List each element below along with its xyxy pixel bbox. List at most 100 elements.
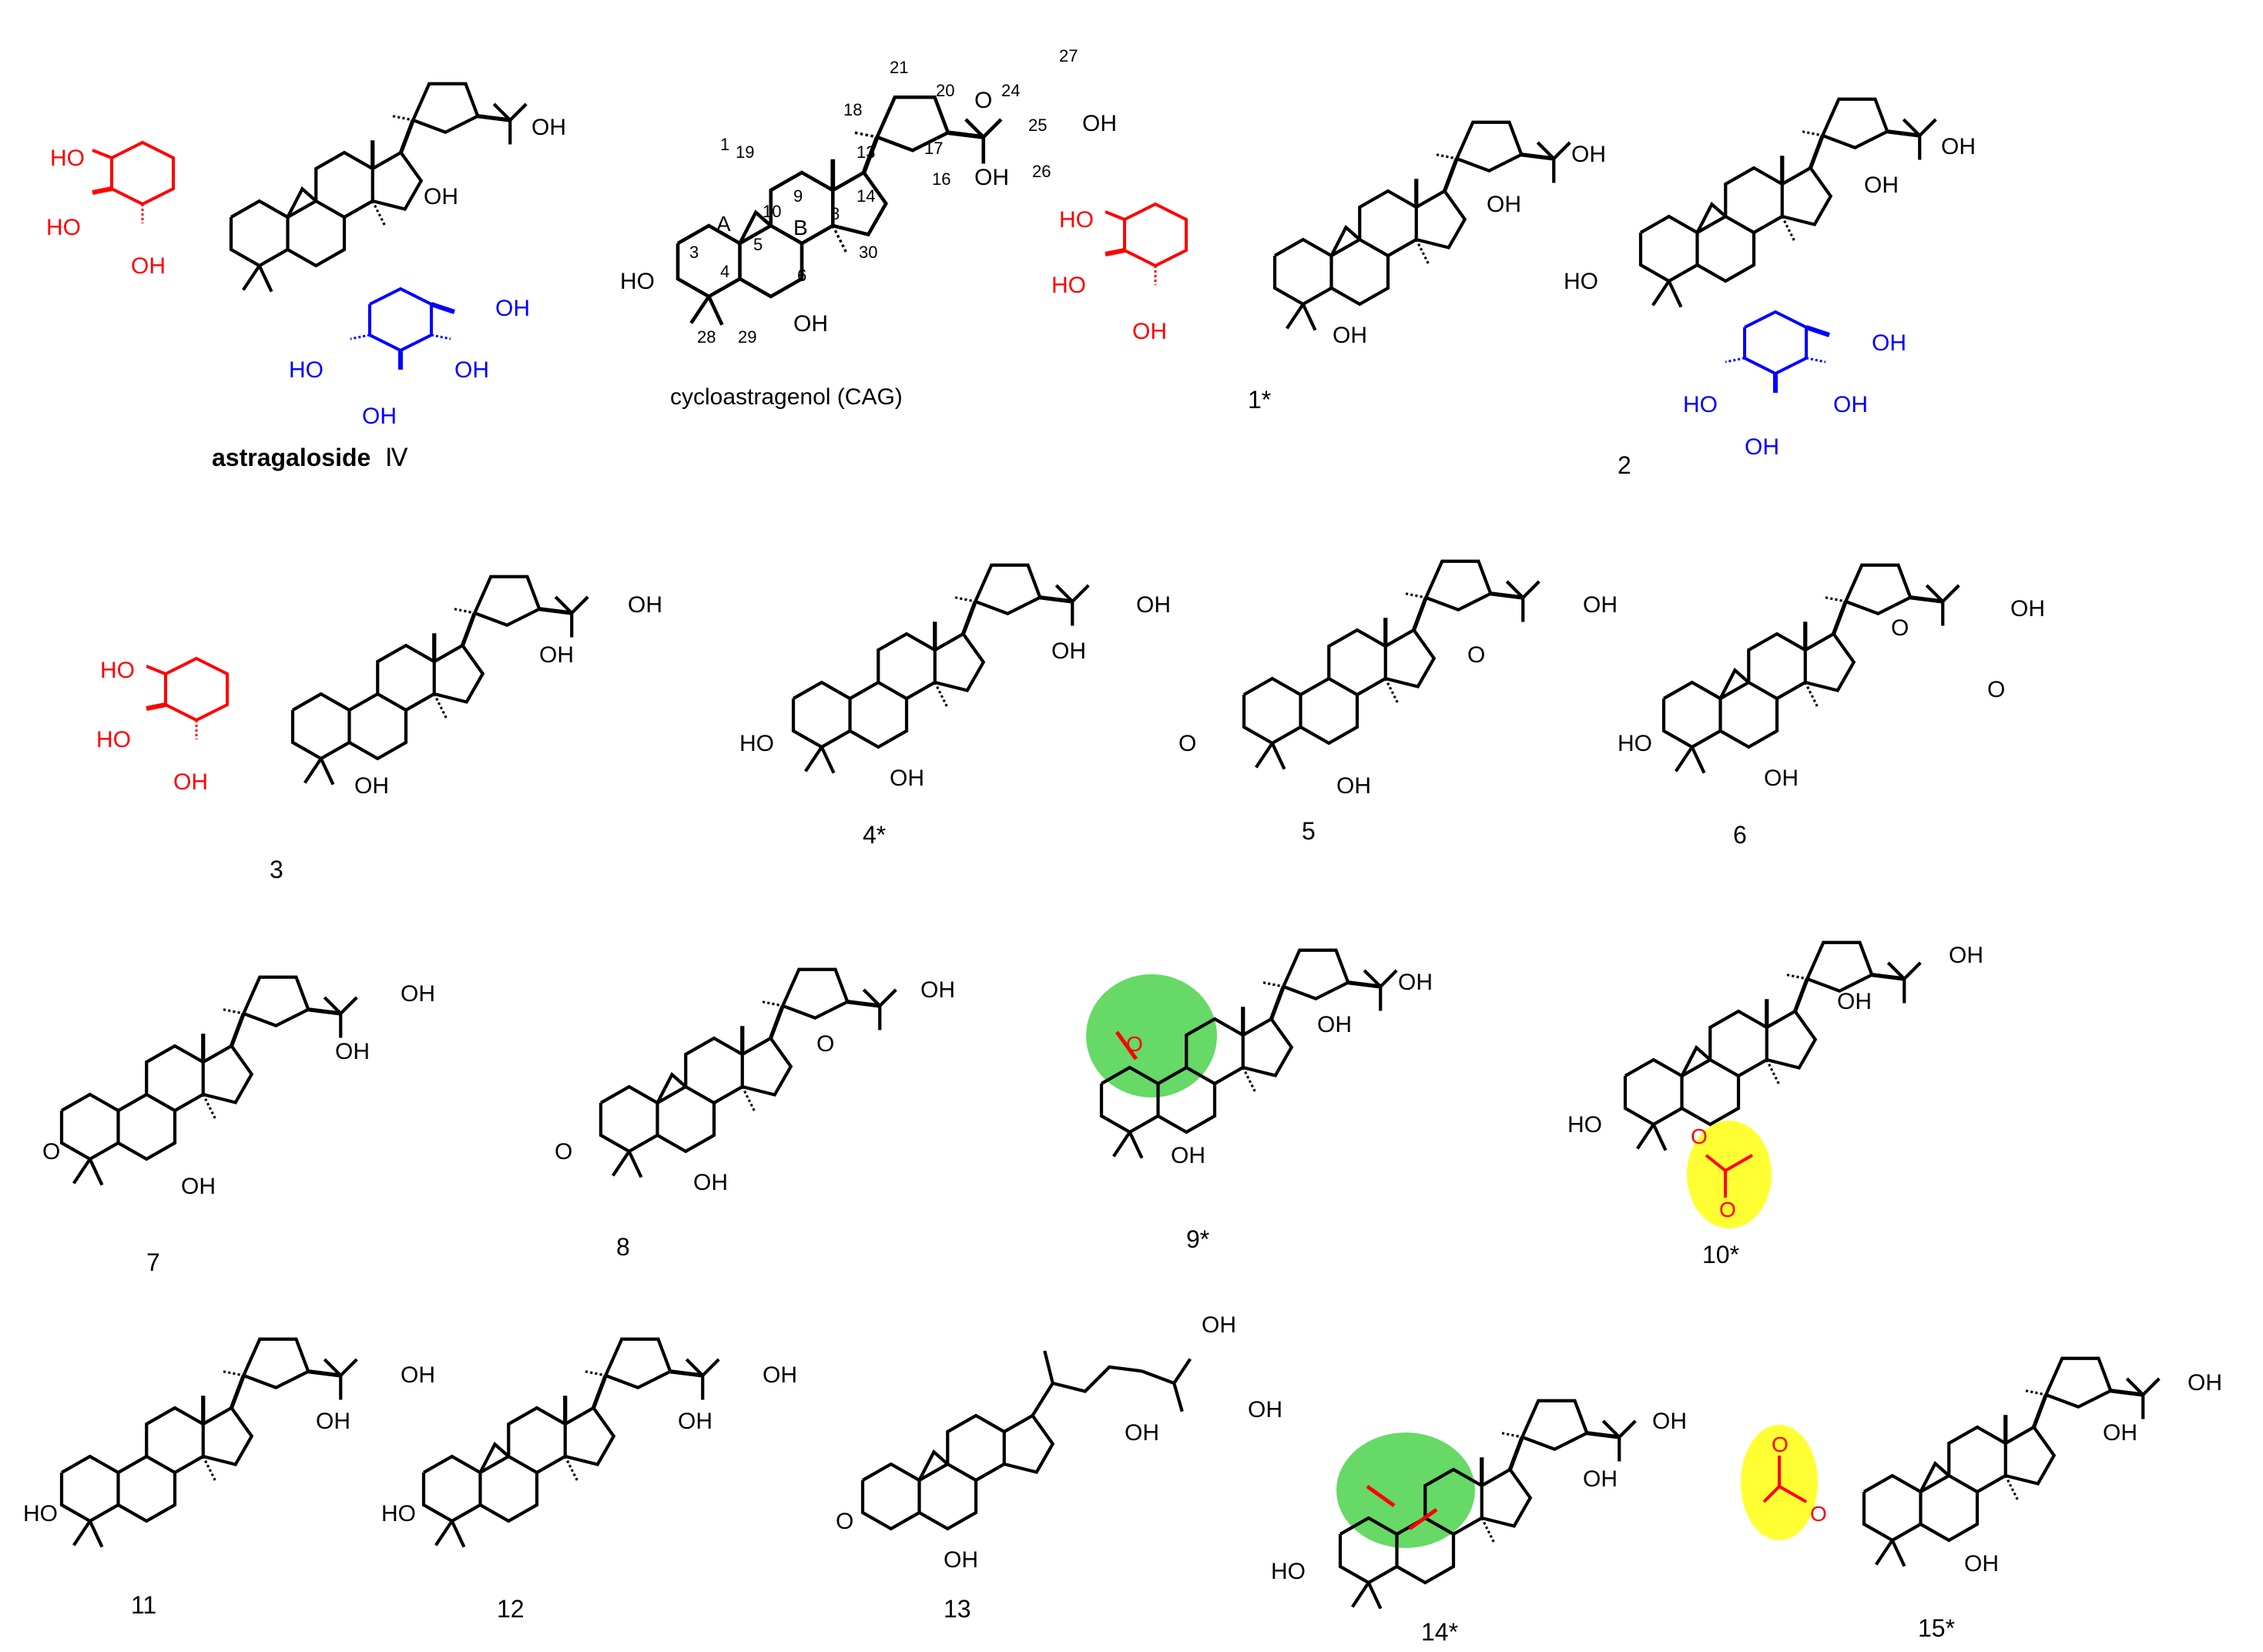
astragaloside-xylose — [92, 142, 173, 223]
structure-5 — [1244, 561, 1539, 769]
structure-4 — [793, 565, 1088, 773]
cag-n30: 30 — [859, 243, 877, 262]
label-9: 9* — [1186, 1225, 1209, 1253]
atom-oh: OH — [2188, 1370, 2222, 1396]
atom-oh: OH — [495, 296, 530, 321]
label-astragaloside-suffix: Ⅳ — [385, 444, 408, 471]
label-12: 12 — [497, 1595, 525, 1623]
atom-oh: OH — [920, 977, 955, 1003]
atom-oh: OH — [1333, 323, 1367, 348]
structure-3 — [293, 577, 588, 785]
cag-n14: 14 — [857, 186, 875, 206]
atom-oh: OH — [354, 773, 389, 799]
cag-n6: 6 — [797, 266, 806, 285]
yellow-highlight — [1687, 1121, 1772, 1228]
atom-ho: HO — [46, 215, 81, 240]
atom-oh: OH — [2103, 1420, 2137, 1446]
epoxide-bond — [1115, 1030, 1138, 1061]
atom-oh: OH — [131, 253, 166, 279]
atom-ho: HO — [289, 357, 324, 383]
cag-n9: 9 — [793, 186, 803, 206]
green-highlight — [1086, 974, 1217, 1097]
atom-ho: HO — [23, 1501, 58, 1526]
atom-o: O — [1719, 1198, 1736, 1221]
atom-o: O — [1891, 615, 1909, 641]
cag-ring-a: A — [716, 212, 731, 236]
atom-oh: OH — [1583, 1466, 1618, 1492]
cag-n25: 25 — [1028, 116, 1047, 135]
atom-oh: OH — [1136, 592, 1171, 618]
atom-ho: HO — [96, 727, 131, 752]
cag-n29: 29 — [738, 327, 756, 347]
structure-10 — [1625, 943, 1920, 1151]
label-13: 13 — [944, 1595, 971, 1623]
atom-oh: OH — [335, 1039, 370, 1064]
diene-bond — [1366, 1484, 1396, 1508]
atom-o: O — [42, 1139, 60, 1164]
atom-o: O — [1772, 1433, 1789, 1456]
atom-oh: OH — [974, 165, 1009, 190]
label-10: 10* — [1702, 1241, 1739, 1268]
atom-oh: OH — [693, 1170, 728, 1195]
cag-n8: 8 — [830, 204, 840, 223]
atom-oh: OH — [1132, 319, 1167, 344]
atom-o: O — [1467, 642, 1485, 668]
atom-oh: OH — [1248, 1397, 1282, 1422]
astragaloside-glucose — [350, 289, 454, 370]
cag-n16: 16 — [932, 169, 950, 189]
cag-n21: 21 — [890, 58, 908, 77]
label-8: 8 — [616, 1233, 630, 1261]
cag-n19: 19 — [736, 142, 754, 162]
atom-oh: OH — [1398, 970, 1433, 995]
atom-oh: OH — [890, 766, 924, 791]
atom-o: O — [555, 1139, 572, 1164]
atom-oh: OH — [531, 115, 566, 140]
atom-oh: OH — [1487, 192, 1521, 217]
atom-oh: OH — [944, 1547, 978, 1573]
atom-oh: OH — [1336, 773, 1371, 799]
atom-oh: OH — [1202, 1312, 1236, 1338]
atom-oh: OH — [1082, 111, 1117, 136]
cag-n18: 18 — [843, 100, 862, 119]
label-7: 7 — [146, 1248, 160, 1276]
cag-n26: 26 — [1032, 162, 1051, 181]
atom-ho: HO — [100, 658, 135, 683]
atom-ho: HO — [1567, 1112, 1602, 1138]
structure-astragaloside-iv — [231, 84, 526, 292]
atom-oh: OH — [181, 1174, 216, 1199]
cag-n20: 20 — [936, 81, 954, 100]
structure-6 — [1664, 565, 1959, 773]
label-6: 6 — [1733, 821, 1747, 849]
atom-oh: OH — [1745, 434, 1779, 460]
diene-bond — [1408, 1507, 1438, 1531]
atom-oh: OH — [793, 311, 828, 337]
label-1: 1* — [1248, 386, 1271, 414]
structure-13 — [860, 1350, 1192, 1531]
atom-o: O — [1178, 731, 1196, 756]
structure-8 — [601, 970, 896, 1178]
structure-12 — [424, 1339, 719, 1547]
atom-oh: OH — [424, 184, 458, 209]
cag-ring-b: B — [793, 216, 808, 240]
label-3: 3 — [270, 856, 283, 883]
structure-1 — [1275, 122, 1570, 330]
atom-oh: OH — [1964, 1551, 1999, 1577]
atom-o: O — [1987, 677, 2005, 702]
label-cag: cycloastragenol (CAG) — [670, 384, 903, 410]
atom-oh: OH — [1051, 638, 1086, 664]
cag-n5: 5 — [753, 235, 763, 254]
atom-oh: OH — [362, 404, 397, 429]
atom-oh: OH — [2010, 596, 2045, 622]
atom-oh: OH — [316, 1409, 350, 1434]
atom-ho: HO — [1564, 269, 1598, 294]
atom-o: O — [836, 1509, 853, 1534]
atom-oh: OH — [1317, 1012, 1352, 1037]
atom-ho: HO — [1059, 207, 1094, 233]
label-2: 2 — [1618, 451, 1631, 479]
atom-o: O — [974, 88, 992, 113]
atom-ho: HO — [381, 1501, 416, 1526]
cag-n1: 1 — [720, 135, 729, 154]
atom-oh: OH — [1171, 1143, 1205, 1168]
label-astragaloside: astragaloside — [212, 444, 370, 471]
